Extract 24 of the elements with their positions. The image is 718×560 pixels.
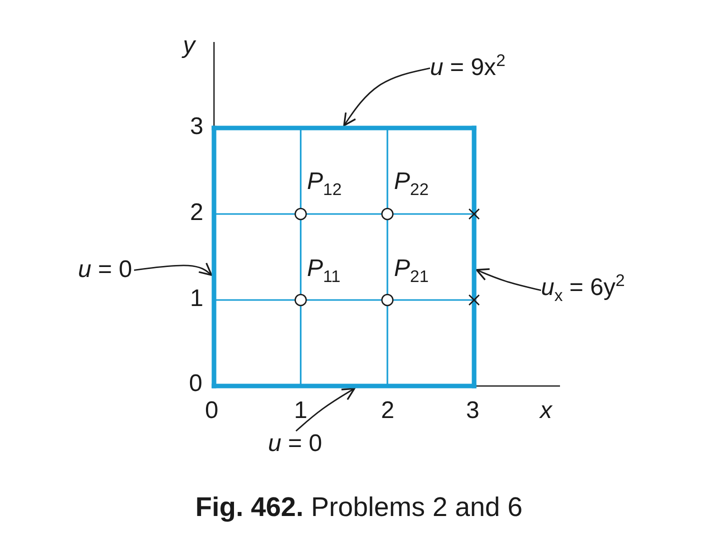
boundary-line xyxy=(212,384,476,388)
point-label: P$_{12}$ xyxy=(307,169,342,200)
tick-label: 2 xyxy=(190,200,204,226)
tick-label: 3 xyxy=(190,114,204,140)
axis-label: x xyxy=(540,398,552,424)
tick-label: 0 xyxy=(189,371,202,398)
tick-label: 1 xyxy=(294,398,308,424)
tick-label: 3 xyxy=(466,398,480,424)
figure-caption: Fig. 462. Problems 2 and 6 xyxy=(194,492,524,523)
leader-arrow xyxy=(476,268,542,291)
boundary-condition-label: u$_{x}$ = 6y$^{2}$ xyxy=(541,272,625,306)
leader-arrow xyxy=(134,262,212,276)
point-label: P$_{21}$ xyxy=(394,256,429,286)
point-label: P$_{11}$ xyxy=(307,256,340,286)
tick-label: 0 xyxy=(205,398,218,424)
leader-arrow xyxy=(343,67,430,126)
point-label: P$_{22}$ xyxy=(394,169,429,200)
boundary-condition-label: u = 0 xyxy=(78,257,132,284)
leader-arrow xyxy=(296,388,356,432)
axis-label: y xyxy=(183,33,195,60)
tick-label: 1 xyxy=(190,286,204,312)
boundary-condition-label: u = 9x$^{2}$ xyxy=(430,52,506,82)
boundary-condition-label: u = 0 xyxy=(268,431,322,458)
tick-label: 2 xyxy=(381,398,394,424)
